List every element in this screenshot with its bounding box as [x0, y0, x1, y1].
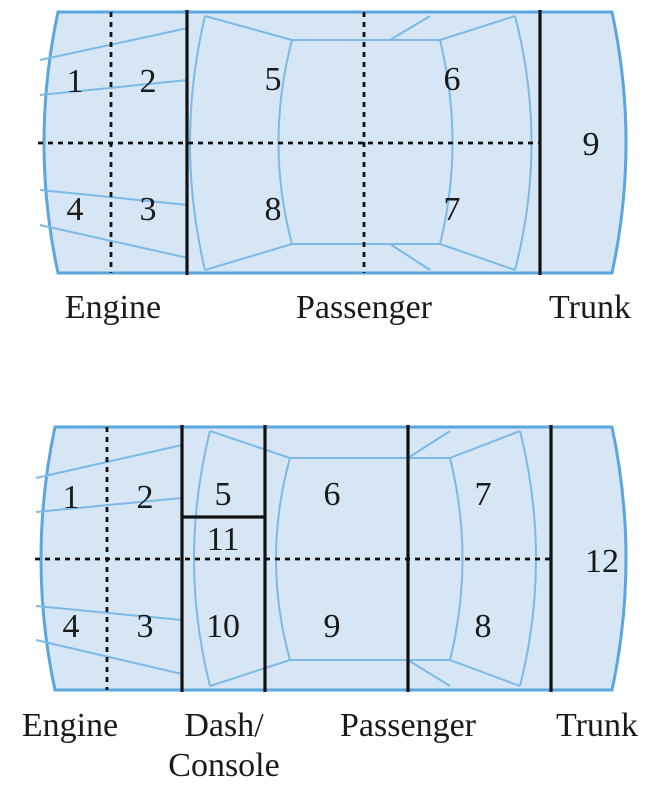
bottom-zone-3: 3 — [137, 608, 154, 645]
bottom-zone-1: 1 — [63, 479, 80, 516]
bottom-label-dash: Dash/ — [184, 707, 264, 744]
top-car-details — [39, 15, 533, 271]
bottom-zone-10: 10 — [206, 608, 240, 645]
bottom-zone-6: 6 — [324, 476, 341, 513]
top-zone-1: 1 — [67, 63, 84, 100]
bottom-zone-9: 9 — [324, 608, 341, 645]
top-car-body — [42, 10, 628, 275]
bottom-zone-5: 5 — [215, 476, 232, 513]
bottom-zone-7: 7 — [475, 476, 492, 513]
top-label-trunk: Trunk — [549, 289, 631, 326]
bottom-zone-8: 8 — [475, 608, 492, 645]
top-zone-6: 6 — [444, 61, 461, 98]
top-label-engine: Engine — [65, 289, 161, 326]
bottom-car-body — [39, 425, 628, 692]
top-zone-8: 8 — [265, 191, 282, 228]
bottom-zone-4: 4 — [63, 608, 80, 645]
bottom-label-console: Console — [168, 747, 279, 784]
top-label-passenger: Passenger — [296, 289, 433, 326]
bottom-car-diagram: 1 2 3 4 5 6 7 8 9 10 11 12 Engine Dash/ … — [22, 425, 638, 784]
bottom-zone-2: 2 — [137, 479, 154, 516]
top-zone-9: 9 — [583, 126, 600, 163]
top-zone-2: 2 — [140, 63, 157, 100]
bottom-zone-12: 12 — [585, 543, 619, 580]
top-zone-3: 3 — [140, 191, 157, 228]
bottom-label-trunk: Trunk — [556, 707, 638, 744]
top-zone-7: 7 — [444, 191, 461, 228]
top-zone-4: 4 — [67, 191, 84, 228]
bottom-label-passenger: Passenger — [340, 707, 477, 744]
top-car-diagram: 1 2 3 4 5 6 7 8 9 Engine Passenger Trunk — [38, 10, 631, 326]
bottom-car-details — [35, 430, 537, 687]
bottom-label-engine: Engine — [22, 707, 118, 744]
top-zone-5: 5 — [265, 61, 282, 98]
bottom-zone-11: 11 — [207, 521, 240, 558]
